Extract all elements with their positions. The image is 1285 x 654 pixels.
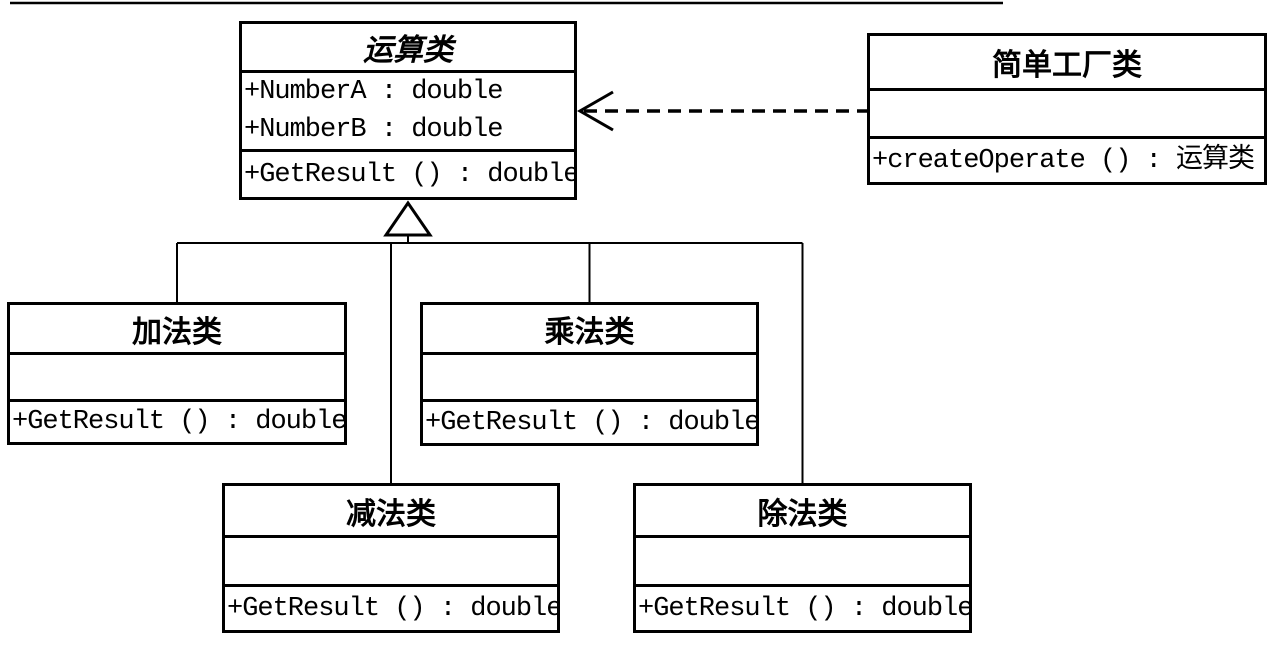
- class-methods-add: +GetResult () : double: [10, 402, 344, 442]
- class-attributes-multiply: [423, 355, 756, 402]
- method-line: +createOperate () : 运算类: [872, 145, 1255, 176]
- method-line: +GetResult () : double: [227, 593, 557, 624]
- class-attributes-divide: [636, 538, 969, 587]
- class-methods-multiply: +GetResult () : double: [423, 402, 756, 443]
- attribute-line: +NumberB : double: [244, 115, 503, 145]
- class-attributes-factory: [870, 91, 1264, 139]
- class-box-multiply: 乘法类 +GetResult () : double: [420, 302, 759, 446]
- class-methods-factory: +createOperate () : 运算类: [870, 139, 1264, 182]
- class-methods-subtract: +GetResult () : double: [225, 587, 557, 630]
- class-title-operation: 运算类: [242, 24, 574, 73]
- inheritance-triangle-icon: [383, 200, 433, 237]
- class-methods-divide: +GetResult () : double: [636, 587, 969, 630]
- dependency-open-arrowhead-icon: [576, 90, 614, 132]
- class-attributes-subtract: [225, 538, 557, 587]
- method-line: +GetResult () : double: [12, 407, 344, 437]
- class-title-add: 加法类: [10, 305, 344, 355]
- class-box-subtract: 减法类 +GetResult () : double: [222, 483, 560, 633]
- class-attributes-operation: +NumberA : double +NumberB : double: [242, 73, 574, 152]
- class-title-divide: 除法类: [636, 486, 969, 538]
- class-box-divide: 除法类 +GetResult () : double: [633, 483, 972, 633]
- method-line: +GetResult () : double: [425, 407, 756, 438]
- class-title-multiply: 乘法类: [423, 305, 756, 355]
- class-box-operation: 运算类 +NumberA : double +NumberB : double …: [239, 21, 577, 200]
- class-box-add: 加法类 +GetResult () : double: [7, 302, 347, 445]
- method-line: +GetResult () : double: [638, 593, 969, 624]
- method-line: +GetResult () : double: [244, 159, 574, 190]
- class-methods-operation: +GetResult () : double: [242, 152, 574, 197]
- class-title-subtract: 减法类: [225, 486, 557, 538]
- class-title-factory: 简单工厂类: [870, 36, 1264, 91]
- class-attributes-add: [10, 355, 344, 402]
- class-box-factory: 简单工厂类 +createOperate () : 运算类: [867, 33, 1267, 185]
- attribute-line: +NumberA : double: [244, 77, 503, 107]
